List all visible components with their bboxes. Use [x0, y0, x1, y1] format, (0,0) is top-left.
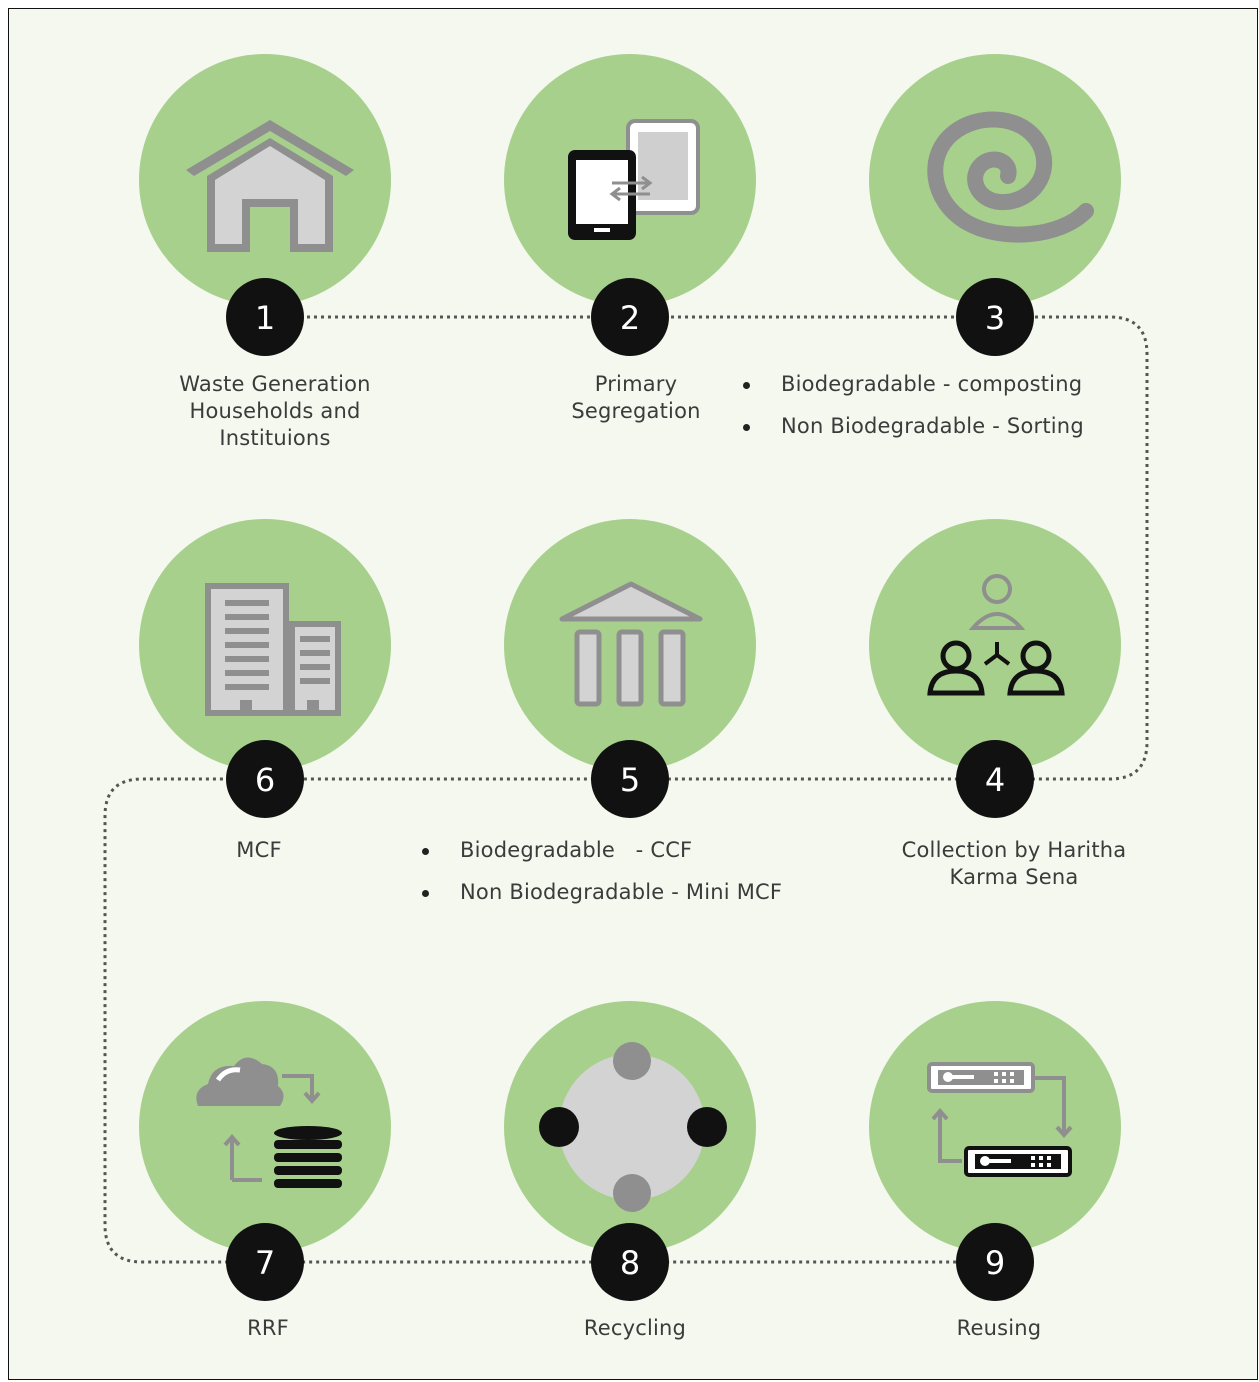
step-badge-2: [591, 278, 669, 356]
bullet-text: Biodegradable - composting: [781, 372, 1083, 396]
cycle-nodes-icon: [539, 1042, 727, 1212]
step-circle-7: [139, 1001, 391, 1253]
step-number-7: 7: [255, 1244, 275, 1282]
step-circle-9: [869, 1001, 1121, 1253]
step-number-9: 9: [985, 1244, 1005, 1282]
step-number-3: 3: [985, 299, 1005, 337]
step-badges: 1 2 3 4 5 6 7 8 9: [226, 278, 1034, 1301]
step-2-label-line: Primary: [594, 372, 678, 396]
columns-building-icon: [559, 581, 703, 707]
swirl-icon: [927, 111, 1094, 243]
people-network-icon: [927, 574, 1065, 696]
step-icons: [186, 111, 1094, 1212]
step-number-6: 6: [255, 761, 275, 799]
step-4-label-line: Karma Sena: [949, 865, 1079, 889]
step-badge-1: [226, 278, 304, 356]
step-badge-4: [956, 740, 1034, 818]
bullet-text: Biodegradable - CCF: [460, 838, 693, 862]
step-1-label-line: Households and: [189, 399, 361, 423]
server-transfer-icon: [927, 1062, 1073, 1177]
bullet-text: Non Biodegradable - Sorting: [781, 414, 1084, 438]
step-6-label-line: MCF: [236, 838, 282, 862]
device-transfer-icon: [568, 119, 700, 240]
step-badge-7: [226, 1223, 304, 1301]
step-7-label-line: RRF: [247, 1316, 289, 1340]
step-number-5: 5: [620, 761, 640, 799]
bullet-dot-icon: [422, 848, 429, 855]
step-circle-3: [869, 54, 1121, 306]
step-badge-6: [226, 740, 304, 818]
bullet-dot-icon: [743, 424, 750, 431]
cloud-database-icon: [196, 1057, 342, 1188]
step-2-label-line: Segregation: [571, 399, 701, 423]
step-badge-8: [591, 1223, 669, 1301]
house-icon: [186, 120, 354, 252]
step-badge-5: [591, 740, 669, 818]
step-9-label-line: Reusing: [956, 1316, 1042, 1340]
bullet-dot-icon: [422, 890, 429, 897]
step-number-4: 4: [985, 761, 1005, 799]
office-buildings-icon: [205, 583, 341, 716]
step-number-8: 8: [620, 1244, 640, 1282]
step-8-label-line: Recycling: [583, 1316, 687, 1340]
step-badge-9: [956, 1223, 1034, 1301]
step-1-label-line: Waste Generation: [179, 372, 371, 396]
step-4-label-line: Collection by Haritha: [901, 838, 1127, 862]
step-number-1: 1: [255, 299, 275, 337]
step-1-label-line: Instituions: [219, 426, 331, 450]
step-number-2: 2: [620, 299, 640, 337]
step-badge-3: [956, 278, 1034, 356]
bullet-text: Non Biodegradable - Mini MCF: [460, 880, 783, 904]
bullet-dot-icon: [743, 382, 750, 389]
